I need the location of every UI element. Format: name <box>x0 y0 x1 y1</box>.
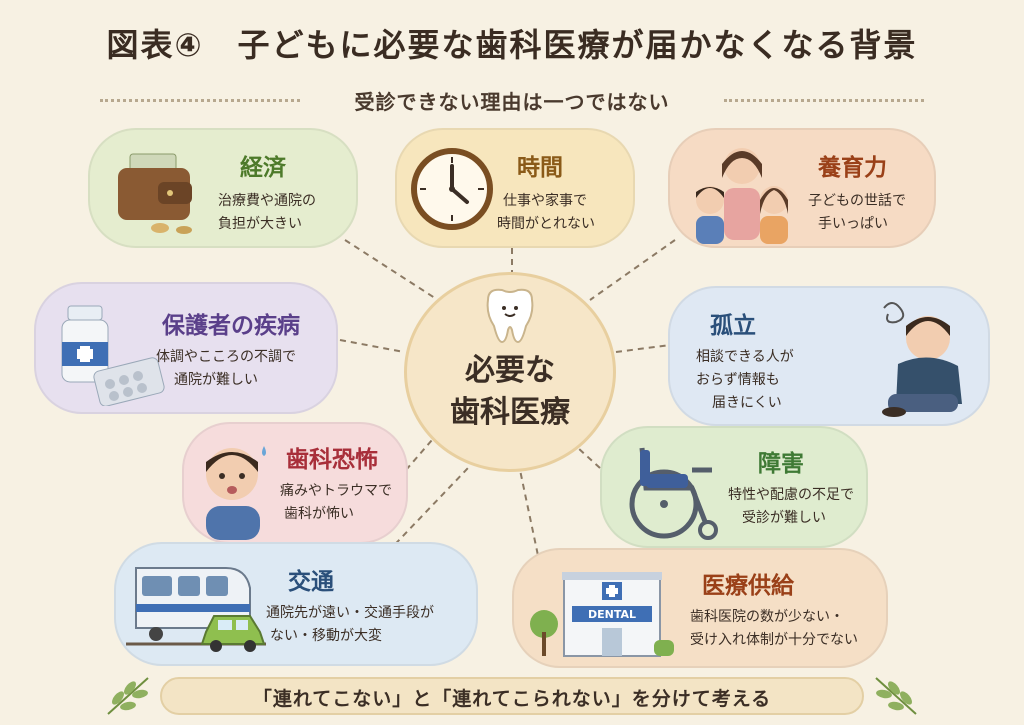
medical-supply-title: 医療供給 <box>702 573 794 599</box>
isolation-line2: おらず情報も <box>696 372 780 388</box>
card-parenting: 養育力 子どもの世話で 手いっぱい <box>668 128 936 248</box>
bottom-note: 「連れてこない」と「連れてこられない」を分けて考える <box>252 688 772 710</box>
center-line1: 必要な <box>465 353 555 388</box>
economy-line1: 治療費や通院の <box>218 193 316 209</box>
center-label: 必要な 歯科医療 <box>404 350 616 434</box>
isolation-line1: 相談できる人が <box>696 349 794 365</box>
economy-title: 経済 <box>240 155 286 181</box>
tooth-icon <box>486 288 534 344</box>
card-economy: 経済 治療費や通院の 負担が大きい <box>88 128 358 248</box>
transport-title: 交通 <box>288 569 334 595</box>
medicine-icon <box>61 305 165 406</box>
card-isolation: 孤立 相談できる人が おらず情報も 届きにくい <box>668 286 990 426</box>
clinic-sign-text: DENTAL <box>588 608 636 621</box>
dental-fear-title: 歯科恐怖 <box>286 447 378 473</box>
card-medical-supply: DENTAL 医療供給 歯科医院の数が少ない・ 受け入れ体制が十分でない <box>512 548 888 668</box>
card-dental-fear: 歯科恐怖 痛みやトラウマで 歯科が怖い <box>182 422 408 544</box>
dental-fear-line2: 歯科が怖い <box>284 506 354 522</box>
bottom-note-bar <box>160 677 864 715</box>
medical-supply-line2: 受け入れ体制が十分でない <box>690 632 858 648</box>
guardian-illness-title: 保護者の疾病 <box>162 313 300 339</box>
parenting-line1: 子どもの世話で <box>808 193 906 209</box>
time-line1: 仕事や家事で <box>503 193 587 209</box>
car-icon <box>200 615 266 652</box>
isolation-line3: 届きにくい <box>712 395 782 411</box>
guardian-illness-line2: 通院が難しい <box>174 372 258 388</box>
wheelchair-icon <box>629 447 718 540</box>
subtitle-left-dots <box>100 99 300 102</box>
parenting-line2: 手いっぱい <box>818 216 888 232</box>
disability-title: 障害 <box>758 451 804 477</box>
leaf-right-icon <box>875 677 917 715</box>
subtitle-right-dots <box>724 99 924 102</box>
subtitle-row: 受診できない理由は一つではない <box>100 86 924 114</box>
leaf-left-icon <box>107 677 149 715</box>
medical-supply-line1: 歯科医院の数が少ない・ <box>690 609 844 625</box>
economy-line2: 負担が大きい <box>218 216 302 232</box>
wallet-icon <box>118 153 192 234</box>
card-disability: 障害 特性や配慮の不足で 受診が難しい <box>600 426 868 548</box>
guardian-illness-line1: 体調やこころの不調で <box>156 349 296 365</box>
transport-line1: 通院先が遠い・交通手段が <box>266 605 434 621</box>
dental-fear-line1: 痛みやトラウマで <box>280 483 392 499</box>
clock-icon <box>411 148 493 230</box>
clinic-icon: DENTAL <box>530 572 674 657</box>
card-guardian-illness: 保護者の疾病 体調やこころの不調で 通院が難しい <box>34 282 338 414</box>
subtitle: 受診できない理由は一つではない <box>354 90 670 114</box>
time-title: 時間 <box>517 155 563 181</box>
card-time: 時間 仕事や家事で 時間がとれない <box>395 128 635 248</box>
time-line2: 時間がとれない <box>497 216 595 232</box>
isolated-child-icon <box>882 302 962 417</box>
page-title: 図表④ 子どもに必要な歯科医療が届かなくなる背景 <box>106 26 918 64</box>
parenting-title: 養育力 <box>818 155 887 181</box>
center-line2: 歯科医療 <box>450 395 570 430</box>
transport-line2: ない・移動が大変 <box>270 628 382 644</box>
card-transport: 交通 通院先が遠い・交通手段が ない・移動が大変 <box>114 542 478 666</box>
disability-line2: 受診が難しい <box>742 510 826 526</box>
isolation-title: 孤立 <box>710 313 756 339</box>
disability-line1: 特性や配慮の不足で <box>728 487 854 503</box>
scared-child-icon <box>206 446 266 540</box>
family-icon <box>696 148 788 244</box>
